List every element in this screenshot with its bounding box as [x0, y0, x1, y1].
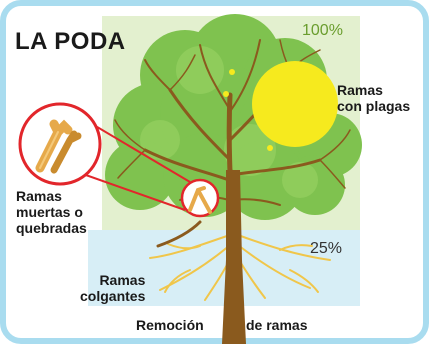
dead-label-line: Ramas	[16, 188, 62, 204]
dead-branch-callout	[18, 102, 102, 186]
diagram-title: LA PODA	[15, 28, 126, 55]
hanging-branch	[156, 220, 202, 248]
root-percent-label: 25%	[310, 240, 343, 257]
pests-label-line: Ramas	[337, 82, 383, 98]
pest-dot	[229, 69, 235, 75]
broken-branch-icon	[35, 119, 82, 174]
pests-label: Ramas con plagas	[337, 82, 410, 114]
pest-dot	[267, 145, 273, 151]
dead-branch-target	[180, 178, 220, 218]
pests-circle	[252, 61, 338, 147]
dead-label-line: muertas o	[16, 204, 83, 221]
tree-trunk	[222, 170, 246, 344]
pest-dot	[223, 91, 229, 97]
removal-label-left: Remoción	[136, 317, 204, 333]
canopy-percent-label: 100%	[302, 22, 343, 39]
hanging-label-line: colgantes	[80, 288, 146, 305]
removal-label-right: de ramas	[246, 317, 308, 333]
hanging-label-line: Ramas	[99, 272, 146, 288]
dead-label-line: quebradas	[16, 220, 87, 237]
pests-label-line: con plagas	[337, 98, 411, 115]
hanging-branches-label: Ramas colgantes	[80, 272, 145, 304]
dead-branches-label: Ramas muertas o quebradas	[16, 188, 87, 236]
